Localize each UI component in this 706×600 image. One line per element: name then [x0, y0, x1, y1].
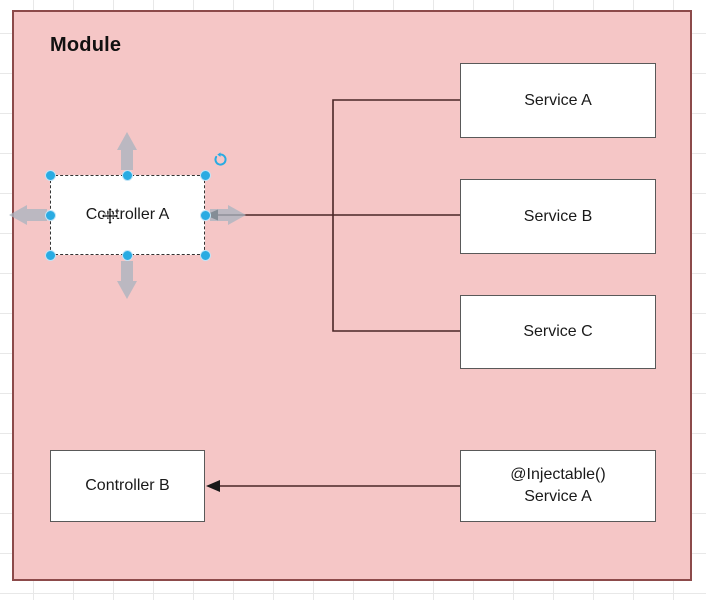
resize-handle-top-right[interactable]: [199, 169, 211, 181]
rotate-icon-glyph: [214, 152, 227, 166]
node-service-a[interactable]: Service A: [460, 63, 656, 138]
node-injectable-line2: Service A: [524, 488, 592, 505]
node-controller-a-label: Controller A: [85, 206, 170, 224]
rotate-icon[interactable]: [213, 152, 228, 167]
node-service-c-label: Service C: [523, 323, 593, 341]
resize-handle-bottom-right[interactable]: [199, 249, 211, 261]
node-injectable-service-a[interactable]: @Injectable() Service A: [460, 450, 656, 522]
node-injectable-line1: @Injectable(): [510, 466, 606, 484]
selection-frame: [50, 175, 205, 255]
resize-handle-bottom-left[interactable]: [44, 249, 56, 261]
node-service-b[interactable]: Service B: [460, 179, 656, 254]
node-service-c[interactable]: Service C: [460, 295, 656, 369]
resize-handle-bottom-center[interactable]: [121, 249, 133, 261]
module-title: Module: [50, 34, 122, 56]
resize-handle-top-left[interactable]: [44, 169, 56, 181]
resize-handle-middle-left[interactable]: [44, 209, 56, 221]
move-cursor-glyph: [100, 206, 120, 226]
move-cursor: [100, 206, 120, 226]
node-service-a-label: Service A: [524, 91, 592, 109]
node-service-b-label: Service B: [523, 207, 593, 225]
node-controller-a[interactable]: Controller A: [50, 175, 205, 255]
resize-handle-top-center[interactable]: [121, 169, 133, 181]
node-controller-b-label: Controller B: [85, 477, 170, 495]
resize-handle-middle-right[interactable]: [199, 209, 211, 221]
node-controller-b[interactable]: Controller B: [50, 450, 205, 522]
